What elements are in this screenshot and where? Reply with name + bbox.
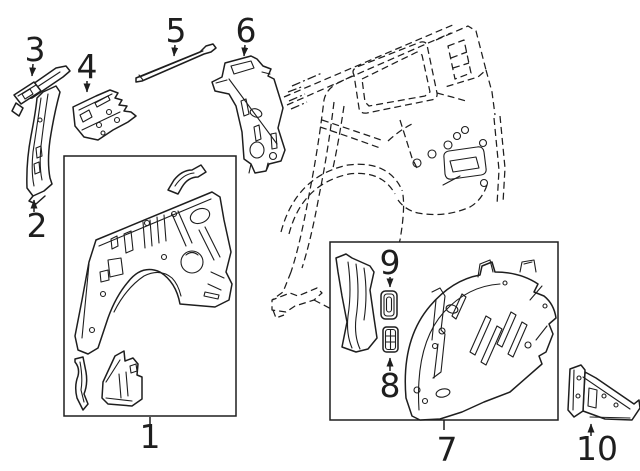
callout-5-arrow [171, 44, 179, 57]
callout-1-label[interactable]: 1 [140, 417, 161, 456]
callout-6-label[interactable]: 6 [236, 11, 257, 50]
callout-7[interactable]: 7 [437, 420, 458, 469]
part-8-hole-plug[interactable] [382, 326, 399, 353]
callout-3-label[interactable]: 3 [25, 30, 46, 69]
callout-8[interactable]: 8 [380, 357, 401, 405]
callout-7-label[interactable]: 7 [437, 430, 458, 469]
part-4-gusset-panel[interactable] [72, 89, 137, 141]
part-7-wheelhouse-outer-panel[interactable] [335, 253, 557, 421]
part-6-pillar-panel[interactable] [211, 55, 286, 174]
callout-5[interactable]: 5 [166, 11, 187, 57]
callout-5-label[interactable]: 5 [166, 11, 187, 50]
callout-6-arrow [241, 44, 249, 57]
part-10-support-bracket[interactable] [567, 364, 640, 421]
callout-2[interactable]: 2 [27, 199, 48, 245]
callout-6[interactable]: 6 [236, 11, 257, 57]
part-2-pillar-reinforcement[interactable] [26, 85, 61, 205]
callout-10[interactable]: 10 [576, 423, 618, 468]
part-1-quarter-inner-panel[interactable] [74, 164, 233, 411]
part-3-rail-bracket[interactable] [11, 65, 71, 117]
callout-9-label[interactable]: 9 [380, 243, 401, 282]
callout-3-arrow [29, 63, 37, 77]
callout-8-label[interactable]: 8 [380, 366, 401, 405]
callout-3[interactable]: 3 [25, 30, 46, 77]
callout-9[interactable]: 9 [380, 243, 401, 288]
callout-4-label[interactable]: 4 [77, 47, 98, 86]
callout-1[interactable]: 1 [140, 417, 161, 456]
callout-2-label[interactable]: 2 [27, 206, 48, 245]
callout-4[interactable]: 4 [77, 47, 98, 93]
part-9-hole-plug[interactable] [380, 290, 398, 320]
callout-10-label[interactable]: 10 [576, 429, 618, 468]
part-5-roof-side-rail[interactable] [135, 43, 217, 83]
